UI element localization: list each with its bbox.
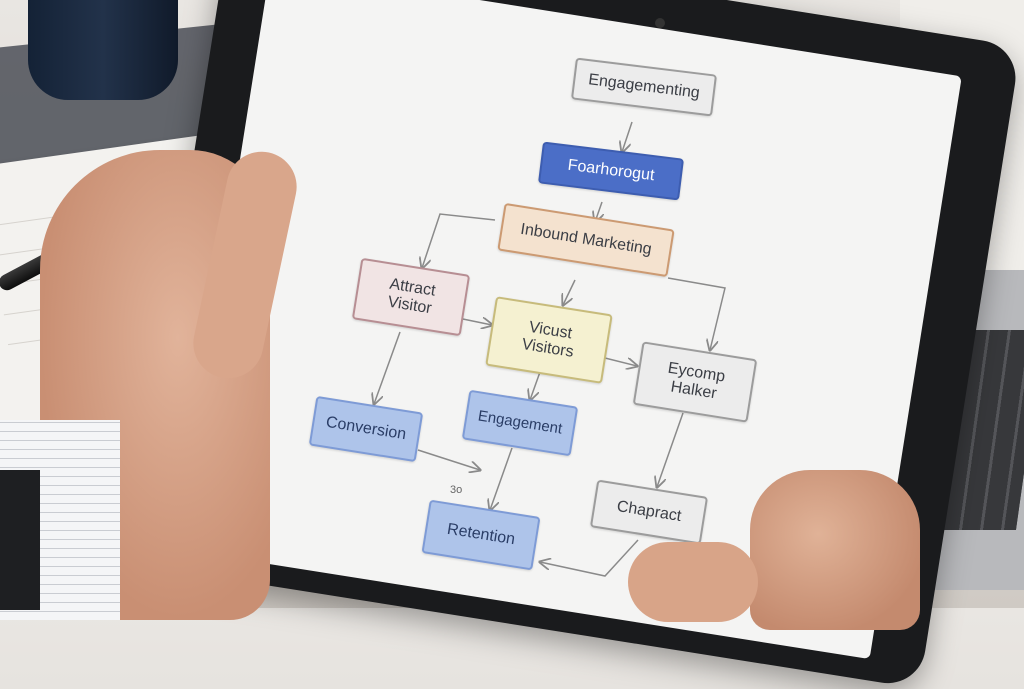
suit-sleeve bbox=[0, 470, 40, 610]
right-thumb bbox=[628, 542, 758, 622]
right-hand bbox=[750, 470, 920, 630]
stray-label: 3o bbox=[450, 484, 463, 496]
tablet-camera-icon bbox=[655, 18, 665, 28]
mug bbox=[28, 0, 178, 100]
